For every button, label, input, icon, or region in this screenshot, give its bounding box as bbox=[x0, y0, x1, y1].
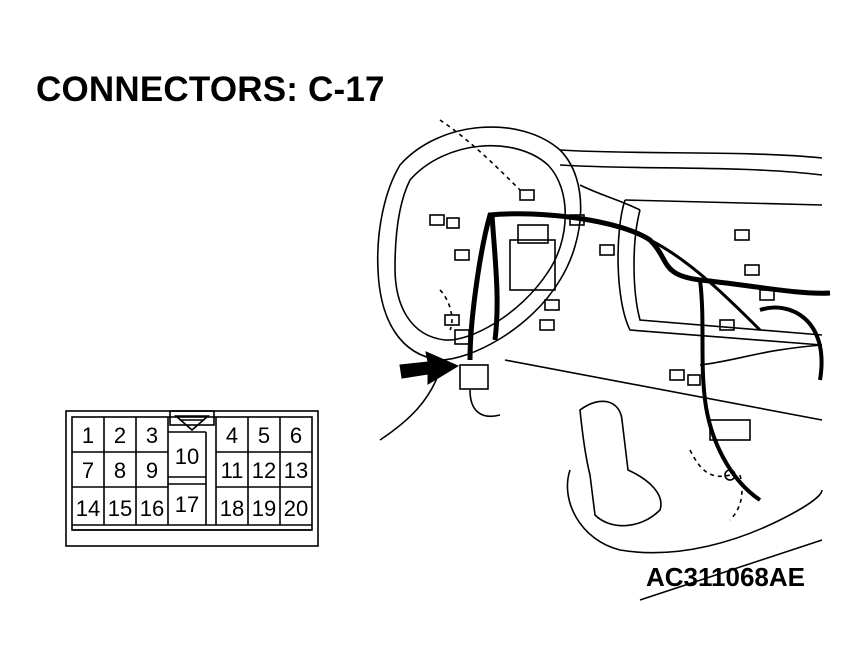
pin-6: 6 bbox=[290, 423, 302, 448]
pin-10: 10 bbox=[175, 444, 199, 469]
pin-19: 19 bbox=[252, 496, 276, 521]
gear-shifter bbox=[579, 400, 662, 527]
pin-8: 8 bbox=[114, 458, 126, 483]
pin-16: 16 bbox=[140, 496, 164, 521]
steering-wheel bbox=[376, 126, 582, 361]
pin-11: 11 bbox=[221, 458, 244, 483]
pin-12: 12 bbox=[252, 458, 276, 483]
pin-9: 9 bbox=[146, 458, 158, 483]
relay-box bbox=[509, 239, 556, 291]
pointer-arrow bbox=[399, 351, 460, 385]
pin-15: 15 bbox=[108, 496, 132, 521]
pin-17: 17 bbox=[175, 492, 199, 517]
pin-20: 20 bbox=[284, 496, 308, 521]
pin-4: 4 bbox=[226, 423, 238, 448]
pin-13: 13 bbox=[284, 458, 308, 483]
pin-5: 5 bbox=[258, 423, 270, 448]
instrument-panel bbox=[559, 149, 823, 159]
pin-7: 7 bbox=[82, 458, 94, 483]
pin-18: 18 bbox=[220, 496, 244, 521]
pin-3: 3 bbox=[146, 423, 158, 448]
pin-2: 2 bbox=[114, 423, 126, 448]
pin-1: 1 bbox=[82, 423, 94, 448]
diagram-title: CONNECTORS: C-17 bbox=[36, 70, 385, 109]
pin-14: 14 bbox=[76, 496, 100, 521]
connector-latch bbox=[169, 410, 215, 426]
figure-code: AC311068AE bbox=[646, 562, 805, 592]
